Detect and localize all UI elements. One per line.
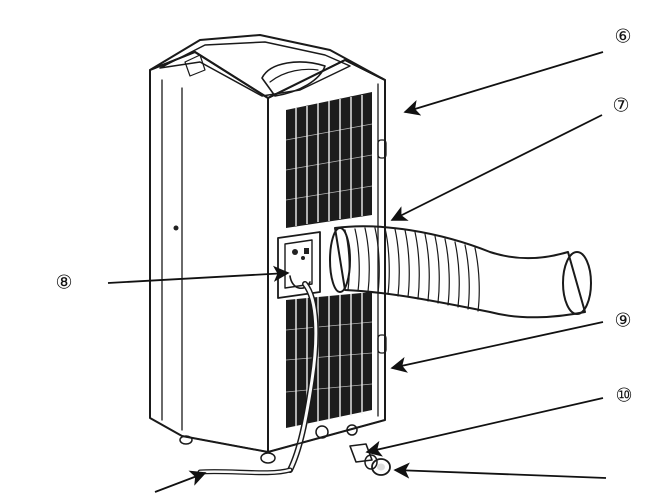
top-handle-recess	[261, 61, 326, 97]
drain-cap	[364, 454, 391, 476]
callout-10: ⑩	[615, 385, 632, 407]
power-cord	[197, 281, 319, 476]
leader-callout-6	[403, 51, 604, 116]
lower-air-grille	[285, 292, 373, 428]
leader-drain-cap	[393, 462, 607, 479]
caster-wheel	[260, 452, 276, 464]
drain-outlet	[315, 425, 329, 439]
upper-air-grille	[285, 92, 373, 228]
unit-base	[179, 419, 391, 476]
callout-6: ⑥	[614, 26, 631, 48]
leader-power-cord	[154, 470, 207, 493]
callout-label-10: ⑩	[615, 385, 632, 407]
callout-label-6: ⑥	[614, 26, 631, 48]
unit-side-panel	[149, 51, 269, 453]
caster-wheel	[179, 435, 193, 445]
power-cord-panel	[277, 231, 321, 299]
unit-top-cap	[149, 34, 386, 99]
callout-8: ⑧	[55, 272, 72, 294]
leader-lines	[107, 51, 607, 493]
hose-outlet	[562, 251, 592, 315]
socket-pin-icon	[292, 249, 298, 255]
callout-9: ⑨	[614, 310, 631, 332]
leader-callout-9	[390, 321, 604, 373]
exhaust-hose	[329, 225, 592, 319]
leader-callout-7	[390, 114, 603, 221]
drain-connector	[349, 443, 373, 463]
side-screw-icon	[173, 225, 179, 231]
leader-callout-8	[107, 265, 290, 284]
callout-label-9: ⑨	[614, 310, 631, 332]
callout-label-7: ⑦	[612, 95, 629, 117]
callout-label-8: ⑧	[55, 272, 72, 294]
callout-7: ⑦	[612, 95, 629, 117]
leader-callout-10	[365, 397, 604, 457]
hose-connector-ring	[329, 227, 351, 293]
